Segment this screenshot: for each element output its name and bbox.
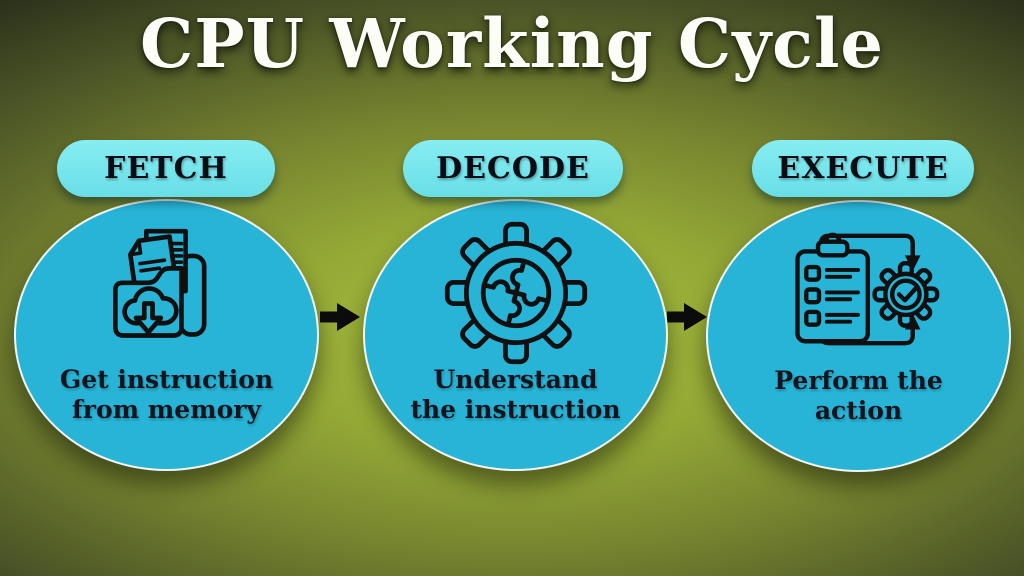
flow-arrow-icon: [320, 303, 360, 331]
execute-caption: Perform the action: [774, 366, 943, 425]
folder-cloud-download-icon: [112, 228, 207, 338]
execute-label-pill: EXECUTE: [752, 140, 974, 197]
execute-circle: Perform the action: [706, 200, 1011, 472]
clipboard-gear-check-icon: [794, 232, 939, 346]
decode-label-pill: DECODE: [403, 140, 623, 197]
flow-arrow-icon: [667, 303, 707, 331]
fetch-caption: Get instruction from memory: [59, 365, 274, 424]
gear-puzzle-icon: [444, 221, 587, 365]
decode-caption: Understand the instruction: [410, 365, 621, 424]
fetch-label-pill: FETCH: [57, 140, 275, 197]
page-title: CPU Working Cycle: [139, 4, 885, 83]
decode-circle: Understand the instruction: [363, 199, 668, 471]
fetch-circle: Get instruction from memory: [14, 199, 319, 471]
